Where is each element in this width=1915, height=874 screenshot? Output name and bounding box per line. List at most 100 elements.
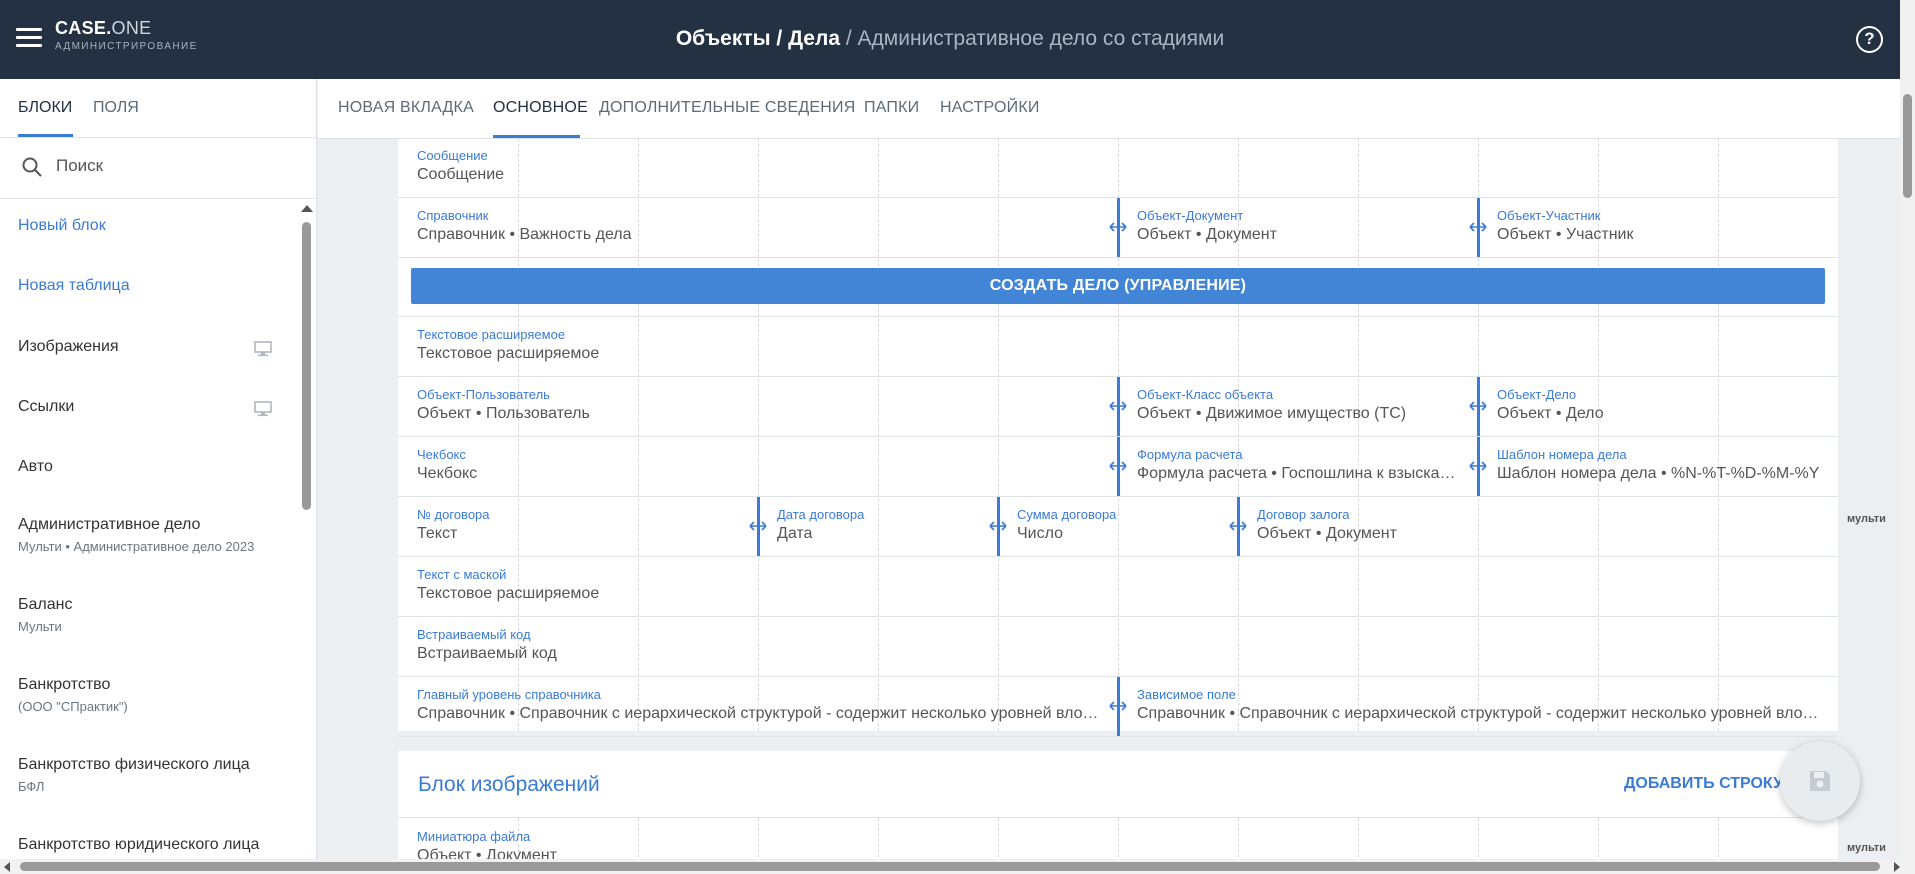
resize-arrows-icon[interactable]: [989, 520, 1007, 532]
breadcrumb-separator: /: [770, 27, 789, 50]
field-value: Дата: [777, 525, 813, 542]
field-title: Встраиваемый код: [417, 627, 531, 642]
scrollbar-thumb[interactable]: [20, 862, 1880, 871]
resize-arrows-icon[interactable]: [1469, 460, 1487, 472]
field-title: Формула расчета: [1137, 447, 1243, 462]
field-title: Сообщение: [417, 148, 488, 163]
help-icon[interactable]: ?: [1856, 26, 1883, 53]
scrollbar-thumb[interactable]: [1903, 94, 1912, 198]
resize-arrows-icon[interactable]: [1229, 520, 1247, 532]
field-value: Встраиваемый код: [417, 645, 557, 662]
field-value: Чекбокс: [417, 465, 478, 482]
floppy-disk-icon: [1810, 771, 1830, 791]
search-input[interactable]: [56, 156, 296, 176]
sidebar-item-new-table[interactable]: Новая таблица: [18, 277, 278, 295]
create-case-button[interactable]: СОЗДАТЬ ДЕЛО (УПРАВЛЕНИЕ): [411, 268, 1825, 304]
sidebar-item-label: Административное дело: [18, 516, 201, 533]
resize-arrows-icon[interactable]: [1109, 700, 1127, 712]
form-row: СОЗДАТЬ ДЕЛО (УПРАВЛЕНИЕ): [398, 258, 1838, 317]
tab-main[interactable]: ОСНОВНОЕ: [493, 99, 588, 116]
sidebar-item-bankruptcy[interactable]: Банкротство(ООО "СПрактик"): [18, 676, 278, 714]
resize-arrows-icon[interactable]: [1469, 400, 1487, 412]
logo-text: CASE.: [55, 18, 112, 38]
field-title: Объект-Класс объекта: [1137, 387, 1274, 402]
resize-arrows-icon[interactable]: [749, 520, 767, 532]
breadcrumb-cases[interactable]: Дела: [788, 27, 841, 50]
field-title: Миниатюра файла: [417, 829, 531, 844]
sidebar-item-links[interactable]: Ссылки: [18, 398, 278, 416]
field-title: Объект-Участник: [1497, 208, 1601, 223]
tab-fields[interactable]: ПОЛЯ: [93, 99, 139, 116]
save-button[interactable]: [1780, 741, 1860, 821]
resize-arrows-icon[interactable]: [1109, 221, 1127, 233]
field-value: Объект • Движимое имущество (ТС): [1137, 405, 1407, 422]
field-value: Формула расчета • Госпошлина к взыскании: [1137, 465, 1457, 482]
tab-settings[interactable]: НАСТРОЙКИ: [940, 99, 1040, 116]
block-title[interactable]: Блок изображений: [418, 773, 600, 796]
sidebar-item-new-block[interactable]: Новый блок: [18, 217, 278, 235]
sidebar-item-auto[interactable]: Авто: [18, 458, 278, 476]
sidebar-scrollbar-thumb[interactable]: [302, 222, 311, 510]
scroll-right-arrow-icon[interactable]: [1894, 862, 1900, 872]
tab-folders[interactable]: ПАПКИ: [864, 99, 920, 116]
page-horizontal-scrollbar[interactable]: [0, 859, 1915, 874]
hamburger-menu-icon[interactable]: [16, 28, 42, 50]
resize-arrows-icon[interactable]: [1109, 460, 1127, 472]
breadcrumb: Объекты / Дела / Административное дело с…: [0, 27, 1900, 51]
sidebar-item-label: Банкротство физического лица: [18, 756, 250, 773]
field-title: № договора: [417, 507, 490, 522]
add-row-button[interactable]: ДОБАВИТЬ СТРОКУ: [1624, 775, 1784, 792]
scroll-left-arrow-icon[interactable]: [4, 862, 10, 872]
resize-arrows-icon[interactable]: [1469, 221, 1487, 233]
tab-additional-info[interactable]: ДОПОЛНИТЕЛЬНЫЕ СВЕДЕНИЯ: [599, 99, 856, 116]
page-vertical-scrollbar[interactable]: [1900, 0, 1915, 859]
app-logo[interactable]: CASE.ONE АДМИНИСТРИРОВАНИЕ: [55, 18, 198, 52]
sidebar-item-bankruptcy-legal[interactable]: Банкротство юридического лица: [18, 836, 278, 854]
breadcrumb-separator: /: [840, 27, 858, 50]
tab-new[interactable]: НОВАЯ ВКЛАДКА: [338, 99, 474, 116]
block-header: Блок изображений ДОБАВИТЬ СТРОКУ: [398, 751, 1838, 818]
monitor-icon: [254, 341, 272, 357]
field-value: Объект • Документ: [1137, 226, 1277, 243]
multi-label: мульти: [1847, 513, 1886, 525]
sidebar-item-images[interactable]: Изображения: [18, 338, 278, 356]
tab-blocks[interactable]: БЛОКИ: [18, 99, 73, 116]
sidebar-item-label: Банкротство юридического лица: [18, 836, 260, 853]
field-title: Текст с маской: [417, 567, 507, 582]
resize-arrows-icon[interactable]: [1109, 400, 1127, 412]
sidebar-item-sublabel: БФЛ: [18, 779, 45, 794]
field-value: Объект • Документ: [417, 847, 557, 859]
scroll-up-arrow-icon[interactable]: [301, 205, 313, 212]
field-title: Главный уровень справочника: [417, 687, 601, 702]
breadcrumb-objects[interactable]: Объекты: [675, 27, 771, 50]
field-title: Дата договора: [777, 507, 865, 522]
